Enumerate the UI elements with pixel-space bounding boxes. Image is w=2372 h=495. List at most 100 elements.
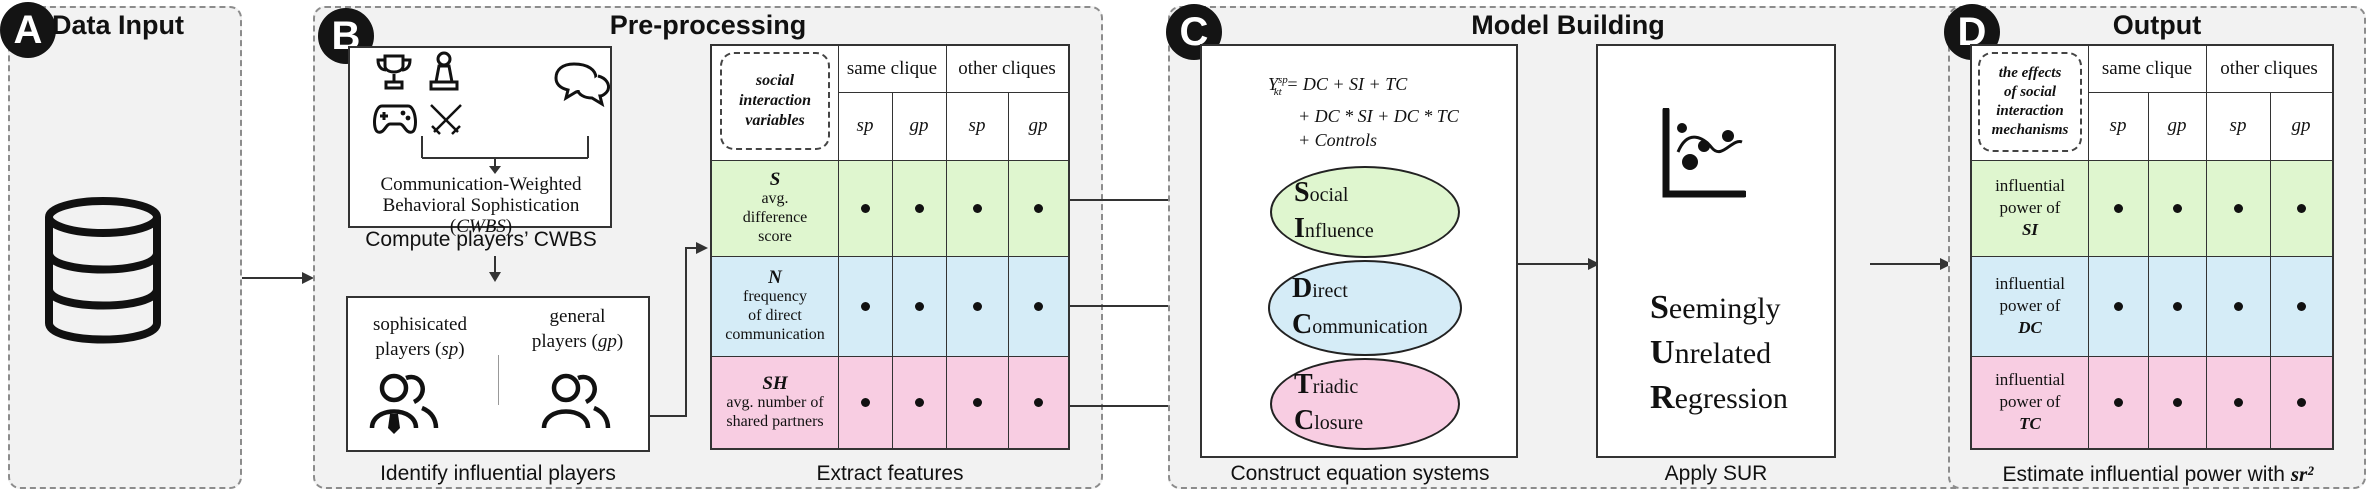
subheader-sp: sp <box>2229 115 2247 136</box>
sur-line: Unrelated <box>1650 331 1788 376</box>
construct-caption: Construct equation systems <box>1230 462 1490 485</box>
general-line-2: players (gp) <box>505 329 650 354</box>
corner-line: variables <box>745 112 805 129</box>
pawn-icon <box>429 51 459 91</box>
output-corner: the effects of social interaction mechan… <box>1978 52 2082 152</box>
rest: nfluence <box>1304 220 1374 242</box>
gp-abbr: gp <box>597 331 617 352</box>
swords-icon <box>430 104 462 135</box>
row-desc: difference <box>742 209 808 226</box>
row-desc: avg. number of <box>726 393 824 411</box>
cell-dot <box>1008 356 1068 448</box>
extract-caption: Extract features <box>816 462 964 485</box>
grid-line <box>1008 92 1009 448</box>
row-desc: frequency <box>743 288 807 305</box>
cell-dot <box>838 256 892 356</box>
cwbs-label-line-2: Behavioral Sophistication (CWBS) <box>350 195 612 237</box>
cell-dot <box>838 160 892 256</box>
grid-line <box>2088 92 2332 93</box>
users-icon <box>541 373 611 429</box>
grid-line <box>892 92 893 448</box>
sur-line: Seemingly <box>1650 286 1788 331</box>
cwbs-label-line-1: Communication-Weighted <box>380 174 582 195</box>
sur-rest: egression <box>1674 382 1788 415</box>
sur-initial: R <box>1650 379 1675 416</box>
equation: Yspkt = DC + SI + TC + DC * SI + DC * TC… <box>1268 68 1459 152</box>
arrow-a-to-b <box>242 272 314 284</box>
subheader-gp: gp <box>2167 115 2187 136</box>
grid-line <box>1972 160 2332 161</box>
cwbs-caption: Compute players’ CWBS <box>365 228 597 251</box>
row-label-tc: influential power of TC <box>1972 356 2088 448</box>
rest: ommunication <box>1312 316 1428 338</box>
row-abbr: SI <box>2021 220 2039 239</box>
general-players-label: general players (gp) <box>505 304 650 354</box>
mechanism-direct-communication: Direct Communication <box>1268 260 1462 356</box>
subheader-sp: sp <box>968 115 986 136</box>
sur-initial: S <box>1650 289 1669 326</box>
row-label-dc: influential power of DC <box>1972 256 2088 356</box>
cell-dot <box>892 160 946 256</box>
mechanism-line: Communication <box>1292 308 1428 344</box>
mechanism-triadic-closure: Triadic Closure <box>1270 358 1460 450</box>
grid-line <box>946 46 947 448</box>
output-caption: Estimate influential power with sr² <box>1950 462 2366 487</box>
row-text: power of <box>1999 392 2061 411</box>
equation-rhs: = DC + SI + TC <box>1281 74 1408 94</box>
cell-dot <box>2270 356 2332 448</box>
cell-dot <box>838 356 892 448</box>
cwbs-abbr: CWBS <box>456 216 506 237</box>
rest: riadic <box>1312 376 1359 398</box>
database-icon <box>45 197 161 344</box>
cell-dot <box>946 256 1008 356</box>
gamepad-icon <box>373 104 417 134</box>
corner-line: mechanisms <box>1991 122 2069 138</box>
row-desc: score <box>758 228 792 245</box>
cell-dot <box>2206 160 2270 256</box>
panel-a-title: Data Input <box>52 10 184 40</box>
row-abbr: TC <box>2019 414 2041 433</box>
cell-dot <box>2088 160 2148 256</box>
sophisticated-text: players ( <box>375 339 442 360</box>
symbol-sh: SH <box>762 372 788 394</box>
equation-sub: kt <box>1273 85 1282 98</box>
symbol-n: N <box>768 267 782 288</box>
cwbs-connector-lines <box>421 136 589 174</box>
cell-dot <box>2148 160 2206 256</box>
cell-dot <box>892 256 946 356</box>
grid-line <box>2148 92 2149 448</box>
corner-line: the effects <box>1998 65 2062 81</box>
grid-line <box>2206 46 2207 448</box>
panel-c-title: Model Building <box>1471 10 1665 40</box>
cell-dot <box>2088 256 2148 356</box>
sp-abbr: sp <box>441 339 459 360</box>
arrow-cwbs-to-players <box>489 256 501 282</box>
arrow-c-to-d <box>1870 258 1952 270</box>
rest: irect <box>1312 280 1348 302</box>
panel-b-title: Pre-processing <box>609 10 807 40</box>
cwbs-label: Communication-Weighted Behavioral Sophis… <box>350 174 612 237</box>
features-corner: social interaction variables <box>720 52 830 150</box>
sur-line: Regression <box>1650 376 1788 421</box>
initial: I <box>1294 213 1305 244</box>
general-line-1: general <box>549 306 606 327</box>
header-other-cliques: other cliques <box>958 58 1056 79</box>
row-text: influential <box>1995 176 2065 195</box>
header-same-clique: same clique <box>846 58 938 79</box>
subheader-gp: gp <box>2291 115 2311 136</box>
row-desc: shared partners <box>726 412 824 430</box>
cell-dot <box>892 356 946 448</box>
cell-dot <box>2148 256 2206 356</box>
initial: S <box>1294 177 1310 208</box>
output-caption-text: Estimate influential power with <box>2002 463 2291 486</box>
cell-dot <box>2270 160 2332 256</box>
corner-line: interaction <box>738 92 811 109</box>
grid-line <box>2270 92 2271 448</box>
output-table: the effects of social interaction mechan… <box>1970 44 2334 450</box>
cell-dot <box>2206 356 2270 448</box>
subheader-sp: sp <box>2109 115 2127 136</box>
grid-line <box>2088 46 2089 448</box>
row-desc: of direct <box>748 307 802 324</box>
badge-c: C <box>1166 4 1222 60</box>
mechanism-line: Triadic <box>1294 368 1358 404</box>
